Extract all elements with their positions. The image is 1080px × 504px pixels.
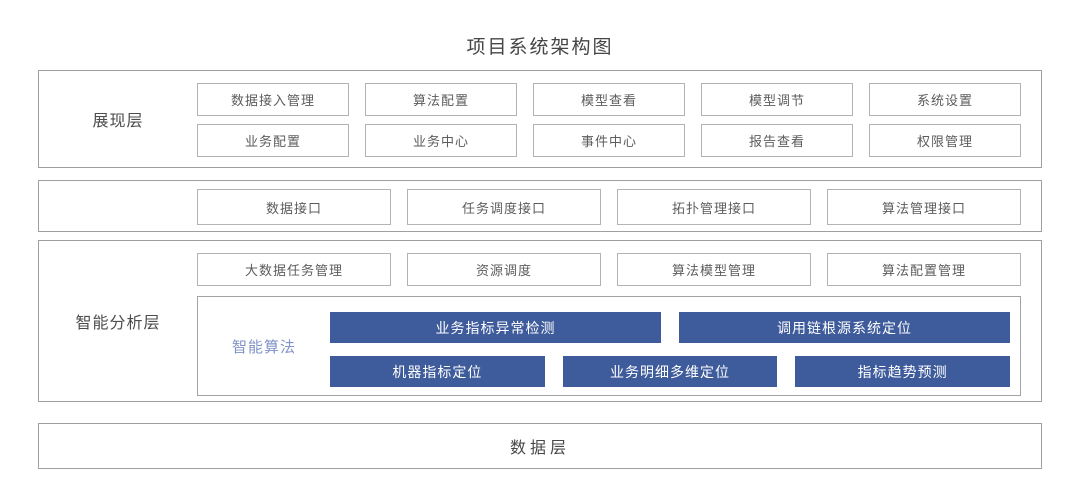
node-algo-mgmt-interface: 算法管理接口 [827,189,1021,225]
algorithms-row-2: 机器指标定位 业务明细多维定位 指标趋势预测 [330,356,1011,387]
node-resource-scheduling: 资源调度 [407,253,601,286]
node-metric-trend-prediction: 指标趋势预测 [795,356,1011,387]
smart-algorithms-panel: 智能算法 业务指标异常检测 调用链根源系统定位 机器指标定位 业务明细多维定位 … [197,296,1021,396]
node-report-view: 报告查看 [701,124,853,157]
node-call-chain-root-cause-location: 调用链根源系统定位 [679,312,1010,343]
data-layer: 数据层 [38,423,1042,469]
analysis-mgmt-row: 大数据任务管理 资源调度 算法模型管理 算法配置管理 [197,253,1021,286]
node-algo-config-mgmt: 算法配置管理 [827,253,1021,286]
node-algo-config: 算法配置 [365,83,517,116]
smart-algorithms-label: 智能算法 [231,338,296,356]
node-business-config: 业务配置 [197,124,349,157]
node-system-settings: 系统设置 [869,83,1021,116]
node-algo-model-mgmt: 算法模型管理 [617,253,811,286]
node-data-access-mgmt: 数据接入管理 [197,83,349,116]
node-model-view: 模型查看 [533,83,685,116]
node-biz-metric-anomaly-detection: 业务指标异常检测 [330,312,661,343]
algorithms-row-1: 业务指标异常检测 调用链根源系统定位 [330,312,1010,343]
presentation-layer-label: 展现层 [92,113,144,130]
analysis-layer-label: 智能分析层 [75,315,161,332]
data-layer-label: 数据层 [509,440,570,457]
diagram-title: 项目系统架构图 [466,37,614,58]
interface-layer: 数据接口 任务调度接口 拓扑管理接口 算法管理接口 [38,180,1042,232]
node-business-center: 业务中心 [365,124,517,157]
node-machine-metric-location: 机器指标定位 [330,356,545,387]
node-model-tuning: 模型调节 [701,83,853,116]
node-biz-detail-multidim-location: 业务明细多维定位 [562,356,778,387]
node-permission-mgmt: 权限管理 [869,124,1021,157]
presentation-row-1: 数据接入管理 算法配置 模型查看 模型调节 系统设置 [197,83,1021,116]
node-task-scheduling-interface: 任务调度接口 [407,189,601,225]
node-topology-mgmt-interface: 拓扑管理接口 [617,189,811,225]
node-event-center: 事件中心 [533,124,685,157]
interface-row: 数据接口 任务调度接口 拓扑管理接口 算法管理接口 [197,189,1021,225]
node-data-interface: 数据接口 [197,189,391,225]
presentation-layer: 展现层 数据接入管理 算法配置 模型查看 模型调节 系统设置 业务配置 业务中心… [38,70,1042,168]
analysis-layer: 智能分析层 大数据任务管理 资源调度 算法模型管理 算法配置管理 智能算法 业务… [38,240,1042,402]
presentation-row-2: 业务配置 业务中心 事件中心 报告查看 权限管理 [197,124,1021,157]
node-bigdata-task-mgmt: 大数据任务管理 [197,253,391,286]
